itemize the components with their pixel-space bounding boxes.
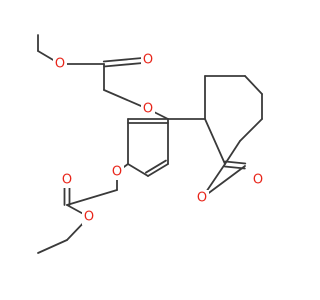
bond-C2-C3 [145, 159, 167, 174]
atom-o-top-carbonyl: O [143, 53, 153, 68]
bond-C6-C10a [224, 160, 247, 165]
bond-C3-C4 [127, 163, 149, 177]
bond-C8-C7 [239, 118, 263, 142]
bond-C7-C10a [224, 140, 241, 165]
bond-C2-C3 [147, 163, 169, 177]
atom-o-lactone-carbonyl: O [253, 173, 263, 188]
atom-o-bottom-carbonyl: O [62, 173, 72, 188]
bond-CH2-Oa1 [103, 89, 149, 110]
bond-C6-O5 [201, 165, 246, 199]
bond-C6-C10a [223, 165, 246, 170]
atom-o-aryl-3: O [112, 165, 122, 180]
atom-label-layer: O O O O O O O O [53, 52, 265, 225]
bond-C10-C9 [244, 75, 263, 95]
atom-o-bottom-ether: O [84, 210, 94, 225]
bond-Cc-Oc [102, 56, 149, 63]
bond-Cc-Oc [103, 61, 150, 68]
bond-CH2b-Cb [66, 189, 118, 206]
bond-E1-E2 [37, 239, 68, 254]
bond-C10b-C10a [204, 118, 226, 165]
atom-o-top-ether: O [55, 57, 65, 72]
molecule-structure: O O O O O O O O [37, 34, 265, 254]
atom-o-aryl-1: O [143, 102, 153, 117]
atom-o-lactone-ring: O [197, 191, 207, 206]
